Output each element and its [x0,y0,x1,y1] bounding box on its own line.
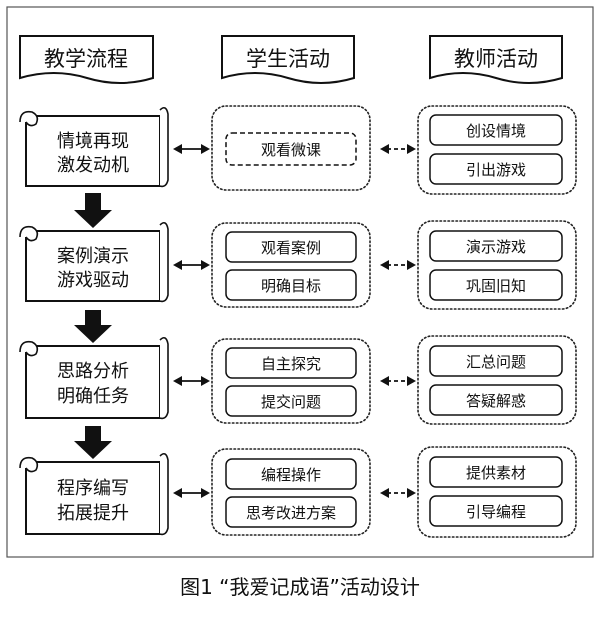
header-teacher-label: 教师活动 [454,47,538,71]
flow-step-3-line1: 思路分析 [57,361,129,382]
student-activity-4-1-label: 编程操作 [261,466,321,484]
student-activity-1-1-label: 观看微课 [261,141,321,159]
teacher-activity-4-2-label: 引导编程 [466,503,526,521]
bidirectional-arrow-4 [173,488,210,498]
stage-4: 程序编写 拓展提升 编程操作 思考改进方案 提供素材 引导编程 [19,446,577,538]
down-arrow-1 [74,193,112,228]
flow-step-4-line2: 拓展提升 [57,503,129,524]
student-activity-4-2-label: 思考改进方案 [246,504,336,522]
student-activity-3-2-label: 提交问题 [261,393,321,411]
student-activity-4-2 [225,496,357,528]
flow-step-1: 情境再现 激发动机 [19,106,169,188]
stage-1: 情境再现 激发动机 观看微课 创设情境 引出游戏 [19,105,577,195]
teacher-activity-3-1 [429,345,563,377]
bidirectional-arrow-3 [173,376,210,386]
flow-step-2: 案例演示 游戏驱动 [19,221,169,303]
teacher-activity-3-1-label: 汇总问题 [466,353,526,371]
teacher-activity-2-1-label: 演示游戏 [466,238,526,256]
teacher-activity-3-2 [429,384,563,416]
flow-step-3-line2: 明确任务 [57,386,129,407]
student-activity-1-1 [225,132,357,166]
bidirectional-arrow-2 [173,260,210,270]
flow-step-2-line2: 游戏驱动 [57,270,129,291]
dashed-arrow-4 [380,488,416,498]
flow-step-1-line2: 激发动机 [57,155,129,176]
header-flow: 教学流程 [19,35,154,84]
student-activity-3-2 [225,385,357,417]
student-activity-3-1 [225,347,357,379]
dashed-arrow-1 [380,144,416,154]
teacher-activity-3-2-label: 答疑解惑 [466,392,526,410]
flow-step-4: 程序编写 拓展提升 [19,452,169,536]
teacher-activity-1-2-label: 引出游戏 [466,161,526,179]
down-arrow-2 [74,310,112,343]
dashed-arrow-2 [380,260,416,270]
student-activity-4-1 [225,458,357,490]
header-flow-label: 教学流程 [44,47,128,71]
teacher-activity-4-1 [429,456,563,488]
down-arrow-3 [74,426,112,459]
flow-step-2-line1: 案例演示 [57,246,129,267]
teacher-activity-2-2 [429,269,563,301]
teacher-activity-4-2 [429,495,563,527]
header-student: 学生活动 [221,35,355,84]
teacher-activity-4-1-label: 提供素材 [466,464,526,482]
diagram-frame [6,6,594,558]
header-teacher: 教师活动 [429,35,563,84]
teacher-activity-1-1-label: 创设情境 [466,122,526,140]
teacher-activity-2-2-label: 巩固旧知 [466,277,526,295]
student-activity-2-1 [225,231,357,263]
teacher-activity-1-2 [429,153,563,185]
stage-2: 案例演示 游戏驱动 观看案例 明确目标 演示游戏 巩固旧知 [19,220,577,310]
dashed-arrow-3 [380,376,416,386]
bidirectional-arrow-1 [173,144,210,154]
student-activity-2-2 [225,269,357,301]
flow-step-3: 思路分析 明确任务 [19,336,169,420]
header-student-label: 学生活动 [246,47,330,71]
student-activity-2-2-label: 明确目标 [261,277,321,295]
stage-3: 思路分析 明确任务 自主探究 提交问题 汇总问题 答疑解惑 [19,335,577,425]
student-activity-2-1-label: 观看案例 [261,239,321,257]
teacher-activity-2-1 [429,230,563,262]
student-activity-3-1-label: 自主探究 [261,355,321,373]
flow-step-4-line1: 程序编写 [57,478,129,499]
flow-step-1-line1: 情境再现 [57,131,129,152]
figure-caption: 图1 “我爱记成语”活动设计 [180,575,420,599]
teacher-activity-1-1 [429,114,563,146]
